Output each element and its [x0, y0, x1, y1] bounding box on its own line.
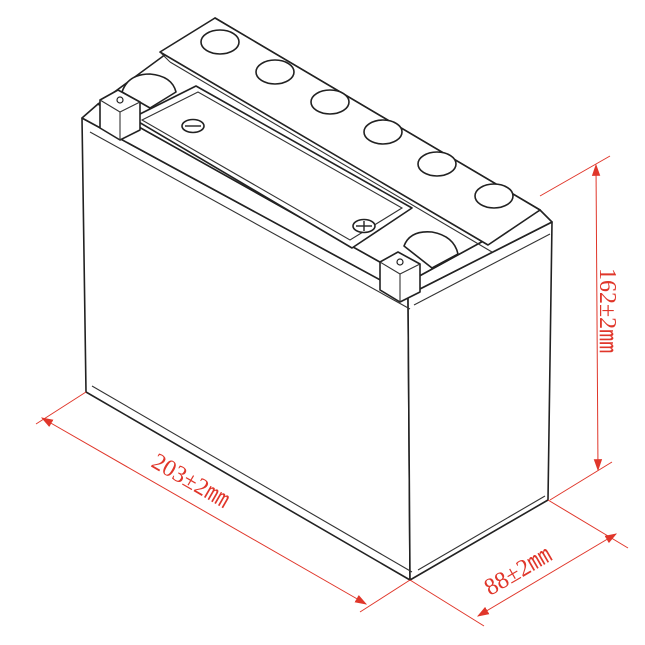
vent-strip-edge — [159, 51, 171, 63]
label-panel-inner — [140, 91, 404, 241]
negative-terminal — [99, 73, 177, 141]
lid-edge-line — [89, 131, 411, 310]
battery-lid — [97, 17, 541, 281]
height-extension-bottom — [549, 461, 613, 501]
width-extension-left — [409, 579, 485, 627]
negative-marking-icon — [181, 118, 205, 134]
height-dimension-line — [591, 163, 603, 472]
bottom-side-edge-line — [417, 495, 546, 571]
positive-terminal — [379, 230, 459, 303]
cell-cap-3 — [310, 89, 350, 115]
lid-side-edge-line — [413, 233, 551, 306]
length-dimension-line — [40, 417, 368, 605]
cell-cap-4 — [363, 119, 403, 145]
height-extension-top — [539, 155, 611, 197]
vent-strip — [159, 17, 541, 246]
width-dimension-line — [476, 533, 618, 617]
positive-marking-icon — [352, 218, 376, 234]
cell-cap-1 — [200, 29, 240, 55]
height-dimension-label: 162±2㎜ — [594, 268, 620, 353]
vent-strip-lower-edge — [169, 61, 493, 253]
height-dimension: 162±2㎜ — [539, 155, 620, 501]
cell-cap-6 — [474, 183, 514, 209]
width-extension-right — [547, 499, 629, 549]
positive-terminal-well — [403, 230, 459, 269]
cell-cap-5 — [417, 151, 457, 177]
length-extension-right — [359, 579, 411, 613]
cell-cap-2 — [255, 59, 295, 85]
